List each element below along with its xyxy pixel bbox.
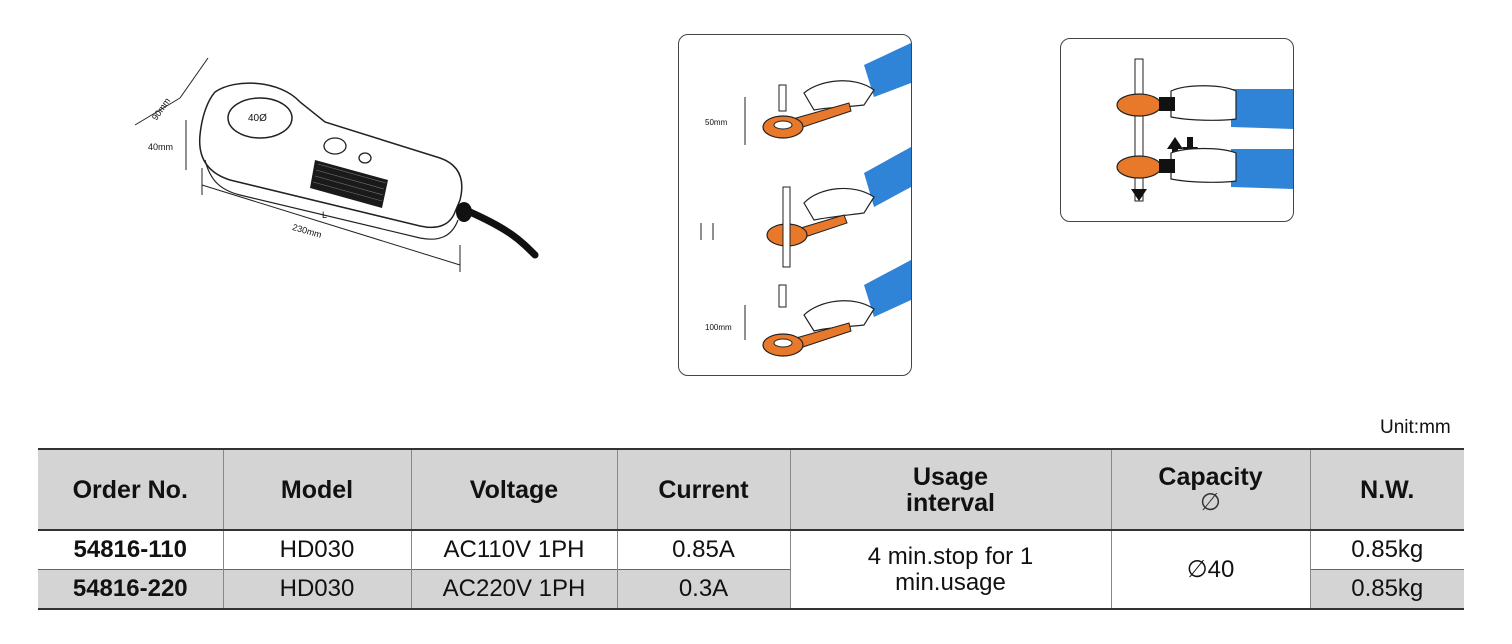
drill-bit-3 <box>778 284 787 308</box>
cell-nw: 0.85kg <box>1309 530 1464 570</box>
sleeve-1 <box>864 43 911 97</box>
cell-order-no: 54816-110 <box>38 530 224 570</box>
cable-plug <box>456 202 472 222</box>
cell-current: 0.3A <box>616 569 791 609</box>
down-arrow-icon <box>1182 137 1198 159</box>
cell-voltage: AC220V 1PH <box>410 569 618 609</box>
step-3-distance: 100mm <box>705 323 732 332</box>
ring-lower <box>1116 155 1162 179</box>
header-capacity: Capacity ∅ <box>1110 449 1311 530</box>
header-capacity-label: Capacity <box>1158 462 1263 491</box>
drill-bit-1 <box>778 84 787 112</box>
usage-interval-line2: min.usage <box>895 568 1006 596</box>
header-order-no: Order No. <box>38 449 224 530</box>
lift-illustration <box>1116 58 1293 202</box>
cell-model: HD030 <box>222 569 412 609</box>
table-row: 54816-220 HD030 AC220V 1PH 0.3A 0.85kg <box>38 569 1464 609</box>
table-header-row: Order No. Model Voltage Current Usage in… <box>38 449 1464 530</box>
usage-steps-panel: 50mm 100mm <box>678 34 912 376</box>
cell-capacity: ∅40 <box>1110 530 1311 609</box>
header-model: Model <box>222 449 412 530</box>
lift-panel <box>1060 38 1294 222</box>
cell-usage-interval: 4 min.stop for 1 min.usage <box>789 530 1112 609</box>
step-1-distance: 50mm <box>705 118 728 127</box>
sleeve-upper <box>1231 89 1293 129</box>
header-voltage: Voltage <box>410 449 618 530</box>
depth-dimension: 90mm <box>150 96 173 122</box>
drill-shank <box>1134 58 1144 202</box>
indicator-knob <box>358 152 372 164</box>
step-2-illustration <box>700 147 911 268</box>
table-row: 54816-110 HD030 AC110V 1PH 0.85A 4 min.s… <box>38 530 1464 609</box>
power-cable <box>466 208 539 259</box>
hand-lower <box>1170 147 1237 183</box>
header-usage-interval: Usage interval <box>789 449 1112 530</box>
ring-upper <box>1116 93 1162 117</box>
hand-2 <box>803 187 875 221</box>
sleeve-3 <box>864 260 911 317</box>
usage-interval-line1: 4 min.stop for 1 <box>867 542 1034 570</box>
unit-label: Unit:mm <box>1380 417 1451 438</box>
length-dimension: 230mm <box>291 222 323 240</box>
hand-upper <box>1170 85 1237 121</box>
height-dimension: 40mm <box>148 142 173 152</box>
sleeve-2 <box>864 147 911 207</box>
sleeve-lower <box>1231 149 1293 189</box>
cell-order-no: 54816-220 <box>38 569 224 609</box>
diameter-symbol-icon: ∅ <box>1200 488 1221 516</box>
spec-table: Order No. Model Voltage Current Usage in… <box>38 448 1464 610</box>
cell-model: HD030 <box>222 530 412 570</box>
usage-steps-illustration: 50mm 100mm <box>700 43 911 357</box>
header-usage-line2: interval <box>906 488 995 517</box>
header-current: Current <box>616 449 791 530</box>
hand-1 <box>803 80 875 111</box>
cell-nw: 0.85kg <box>1309 569 1464 609</box>
drill-tip-icon <box>1131 189 1147 201</box>
drill-bit-2 <box>782 186 791 268</box>
header-usage-line1: Usage <box>912 462 989 491</box>
hand-3 <box>803 300 875 332</box>
cell-voltage: AC110V 1PH <box>410 530 618 570</box>
up-arrow-icon <box>1167 137 1183 159</box>
step-1-illustration: 50mm <box>705 43 911 145</box>
vent-grille <box>310 160 388 208</box>
step-3-illustration: 100mm <box>705 260 911 357</box>
header-nw: N.W. <box>1309 449 1464 530</box>
product-diagram: 40Ø 90mm 40mm L 230mm <box>134 57 539 272</box>
cell-current: 0.85A <box>616 530 791 570</box>
magnet-ring <box>227 97 293 139</box>
ring-diameter-label: 40Ø <box>248 113 267 124</box>
length-letter: L <box>322 210 327 220</box>
power-button <box>323 137 347 155</box>
